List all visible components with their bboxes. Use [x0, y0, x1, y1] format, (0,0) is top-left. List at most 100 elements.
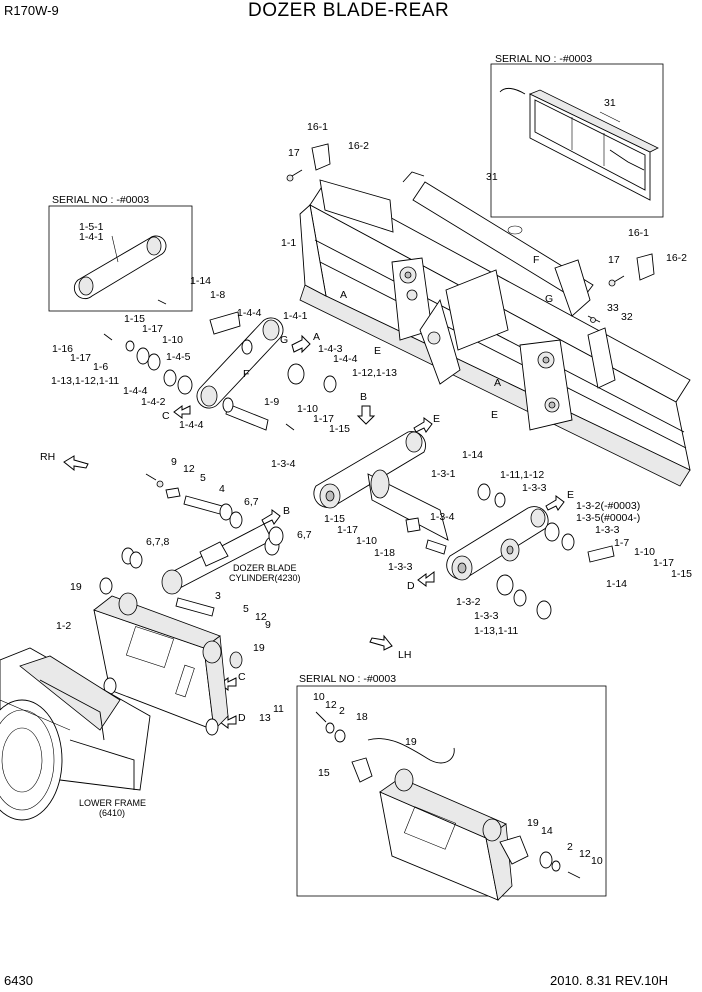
arrow-icon-C-left [173, 405, 191, 419]
arrow-icon-E-center-2 [545, 495, 565, 511]
callout-F-blade: F [533, 254, 539, 266]
callout-19-b: 19 [253, 642, 265, 654]
callout-1-3-1: 1-3-1 [431, 468, 456, 480]
callout-15: 15 [318, 767, 330, 779]
callout-1-4-4-d: 1-4-4 [179, 419, 204, 431]
callout-6-7-b: 6,7 [297, 529, 312, 541]
page-number: 6430 [4, 973, 33, 988]
callout-12-inset-a: 12 [325, 699, 337, 711]
callout-1-3-3-a: 1-3-3 [522, 482, 547, 494]
callout-1-7: 1-7 [614, 537, 629, 549]
page-title: DOZER BLADE-REAR [248, 0, 449, 21]
callout-C-left: C [162, 410, 170, 422]
direction-lh: LH [398, 649, 411, 661]
lower-frame-caption: LOWER FRAME [79, 798, 146, 808]
callout-1-3-5-serial: 1-3-5(#0004-) [576, 512, 640, 524]
revision-date: 2010. 8.31 REV.10H [550, 973, 668, 988]
callout-9-a: 9 [171, 456, 177, 468]
hook-16-right [608, 253, 655, 287]
callout-9-b: 9 [265, 619, 271, 631]
callout-1-18: 1-18 [374, 547, 395, 559]
callout-6-7-a: 6,7 [244, 496, 259, 508]
callout-31: 31 [486, 171, 498, 183]
callout-D-center: D [407, 580, 415, 592]
callout-1-3-3-c: 1-3-3 [388, 561, 413, 573]
callout-1-10-center: 1-10 [356, 535, 377, 547]
callout-16-2-b: 16-2 [666, 252, 687, 264]
cylinder-assembly [99, 473, 284, 617]
callout-1-4-1: 1-4-1 [283, 310, 308, 322]
callout-A-blade-1: A [340, 289, 347, 301]
arrow-icon-B-down [356, 405, 376, 425]
cylinder-caption-2: CYLINDER(4230) [229, 573, 301, 583]
callout-19-inset-a: 19 [405, 736, 417, 748]
callout-1-11-1-12: 1-11,1-12 [500, 469, 544, 481]
callout-1-17-left-c: 1-17 [313, 413, 334, 425]
callout-12-inset-b: 12 [579, 848, 591, 860]
callout-E-center-2: E [567, 489, 574, 501]
callout-A-left: A [313, 331, 320, 343]
arrow-icon-lh [369, 634, 393, 651]
callout-10-inset-b: 10 [591, 855, 603, 867]
callout-1-15-left: 1-15 [124, 313, 145, 325]
callout-1-4-1-inset: 1-4-1 [79, 231, 104, 243]
callout-1-16: 1-16 [52, 343, 73, 355]
callout-6-7-8: 6,7,8 [146, 536, 170, 548]
inset-box-bottom-right: SERIAL NO : -#0003 10 12 2 18 19 15 19 1… [296, 673, 607, 901]
callout-1-15-left-b: 1-15 [329, 423, 350, 435]
callout-1-14-center: 1-14 [462, 449, 483, 461]
callout-1-17-center: 1-17 [337, 524, 358, 536]
hook-16-left [286, 143, 331, 182]
inset-box-left: SERIAL NO : -#0003 1-5-1 1-4-1 [48, 194, 193, 312]
callout-16-1-a: 16-1 [307, 121, 328, 133]
callout-1-3-4-b: 1-3-4 [430, 511, 455, 523]
callout-E-blade-1: E [374, 345, 381, 357]
callout-1-3-2-serial: 1-3-2(-#0003) [576, 500, 640, 512]
callout-17-b: 17 [608, 254, 620, 266]
callout-E-blade-2: E [491, 409, 498, 421]
inset-serial-label: SERIAL NO : -#0003 [299, 673, 396, 685]
callout-17-a: 17 [288, 147, 300, 159]
callout-5-b: 5 [243, 603, 249, 615]
callout-1-12-1-13: 1-12,1-13 [352, 367, 397, 379]
blade-plate-31-detail [499, 87, 659, 201]
callout-F-left: F [243, 368, 249, 380]
callout-1-17-left-b: 1-17 [70, 352, 91, 364]
inset-serial-label: SERIAL NO : -#0003 [52, 194, 149, 206]
dozer-blade-1-1 [299, 171, 691, 487]
bolt-33-32 [587, 315, 601, 323]
callout-11: 11 [273, 703, 284, 715]
callout-1-9: 1-9 [264, 396, 279, 408]
callout-A-blade-2: A [494, 377, 501, 389]
callout-1-10-left-b: 1-10 [297, 403, 318, 415]
callout-1-6: 1-6 [93, 361, 108, 373]
callout-5-a: 5 [200, 472, 206, 484]
push-frame-1-3 [313, 431, 615, 620]
arrow-icon-A-left [291, 334, 311, 354]
lower-frame [0, 647, 151, 821]
callout-1-4-4-c: 1-4-4 [123, 385, 148, 397]
callout-1-8: 1-8 [210, 289, 225, 301]
callout-1-15-center: 1-15 [324, 513, 345, 525]
callout-1-17-left-a: 1-17 [142, 323, 163, 335]
callout-18: 18 [356, 711, 368, 723]
callout-1-13-1-11: 1-13,1-11 [474, 625, 518, 637]
arrow-icon-B-cyl [261, 509, 281, 525]
callout-3: 3 [215, 590, 221, 602]
bracket-detail [315, 711, 581, 901]
callout-4: 4 [219, 483, 225, 495]
callout-2-inset-b: 2 [567, 841, 573, 853]
callout-1-5-1: 1-5-1 [79, 221, 104, 233]
callout-10-inset-a: 10 [313, 691, 325, 703]
callout-1-3-3-b: 1-3-3 [595, 524, 620, 536]
callout-31-inset: 31 [604, 97, 616, 109]
callout-1-4-5: 1-4-5 [166, 351, 191, 363]
callout-1-3-4-a: 1-3-4 [271, 458, 296, 470]
callout-1-14-right: 1-14 [606, 578, 627, 590]
callout-C-bracket: C [238, 671, 246, 683]
callout-D-bracket: D [238, 712, 246, 724]
callout-B-cyl: B [283, 505, 290, 517]
callout-1-4-4-b: 1-4-4 [333, 353, 358, 365]
callout-16-2-a: 16-2 [348, 140, 369, 152]
